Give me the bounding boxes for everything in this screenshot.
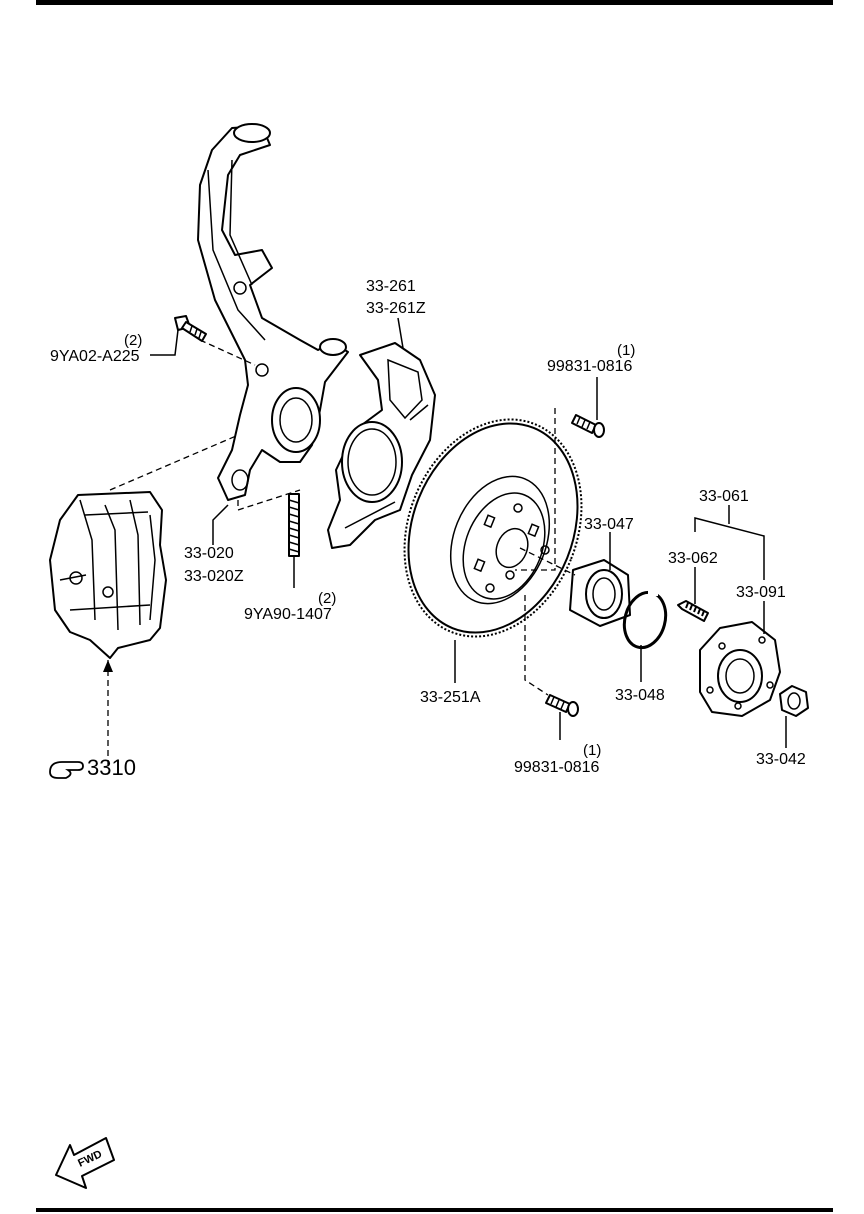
leader-knuckle: [212, 504, 229, 545]
screw-bottom-part-number: 99831-0816: [514, 759, 600, 776]
hub-nut: [779, 685, 809, 717]
caliper-mount-line: [109, 429, 251, 491]
knuckle-lower-line: [237, 489, 301, 511]
dust-shield: [327, 342, 436, 549]
pointing-hand-icon: [49, 761, 84, 779]
steering-knuckle: [197, 123, 349, 501]
screw-bottom-qty: (1): [583, 742, 601, 759]
disc-screw-bottom: [545, 694, 579, 717]
top-rule: [36, 0, 833, 5]
wheel-bearing: [569, 559, 631, 627]
knuckle-bolt-qty: (2): [124, 332, 142, 349]
stud-part-number: 9YA90-1407: [244, 606, 332, 623]
screw-top-qty: (1): [617, 342, 635, 359]
bearing-axis-line: [519, 547, 576, 576]
leader-knuckle-bolt: [150, 329, 179, 356]
brake-caliper: [49, 491, 167, 659]
knuckle-alt-part-number: 33-020Z: [184, 568, 244, 585]
leader-dust-shield: [397, 317, 404, 349]
dust-shield-part-number: 33-261: [366, 278, 416, 295]
screw-top-line: [515, 408, 556, 571]
hub-nut-part-number: 33-042: [756, 751, 806, 768]
hub-bolt: [677, 600, 709, 622]
knuckle-part-number: 33-020: [184, 545, 234, 562]
hub-part-number: 33-091: [736, 584, 786, 601]
knuckle-bolt: [174, 315, 207, 342]
wheel-stud: [288, 493, 300, 557]
knuckle-bolt-line: [199, 339, 256, 366]
stud-qty: (2): [318, 590, 336, 607]
screw-top-part-number: 99831-0816: [547, 358, 633, 375]
disc-part-number: 33-251A: [420, 689, 481, 706]
bearing-part-number: 33-047: [584, 516, 634, 533]
snap-ring-part-number: 33-048: [615, 687, 665, 704]
leader-hub-assembly: [694, 517, 765, 580]
hub-bolt-part-number: 33-062: [668, 550, 718, 567]
fwd-arrow-icon: [55, 1137, 115, 1189]
screw-bottom-line: [524, 595, 549, 696]
bottom-rule: [36, 1208, 833, 1212]
caliper-ref-arrowhead: [103, 660, 113, 672]
dust-shield-alt-part-number: 33-261Z: [366, 300, 426, 317]
brake-disc: [403, 418, 583, 638]
hub-assembly-part-number: 33-061: [699, 488, 749, 505]
snap-ring: [622, 590, 668, 650]
disc-screw-top: [571, 414, 605, 438]
knuckle-bolt-part-number: 9YA02-A225: [50, 348, 140, 365]
wheel-hub: [699, 621, 781, 717]
caliper-reference-number[interactable]: 3310: [87, 755, 136, 780]
